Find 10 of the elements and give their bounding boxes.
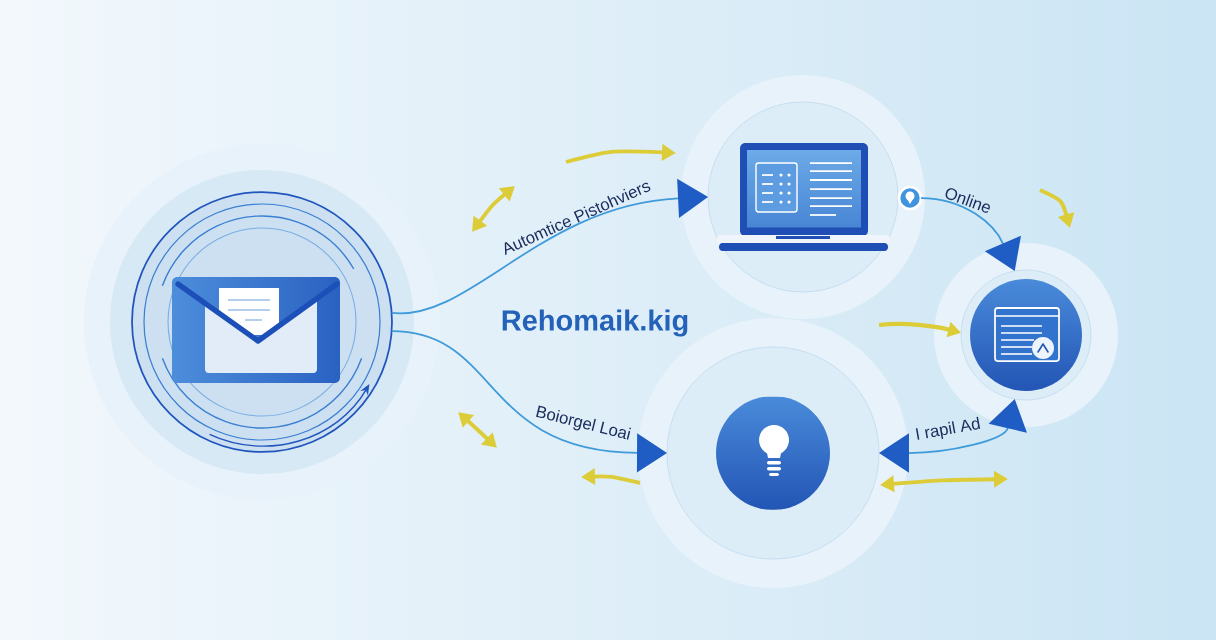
edge-label: Online [945,188,990,213]
edge-label: Boiorgel Loai [536,405,632,440]
double-headed-arrow [879,399,1027,473]
arrow [920,197,1022,271]
heading: Rehomaik.kig [502,309,688,337]
lightbulb-icon [666,346,880,560]
browser-window-icon [960,269,1092,401]
map-pin-icon [897,185,923,211]
laptop-icon [707,101,899,293]
edge-label: I rapil Ad [915,416,981,440]
